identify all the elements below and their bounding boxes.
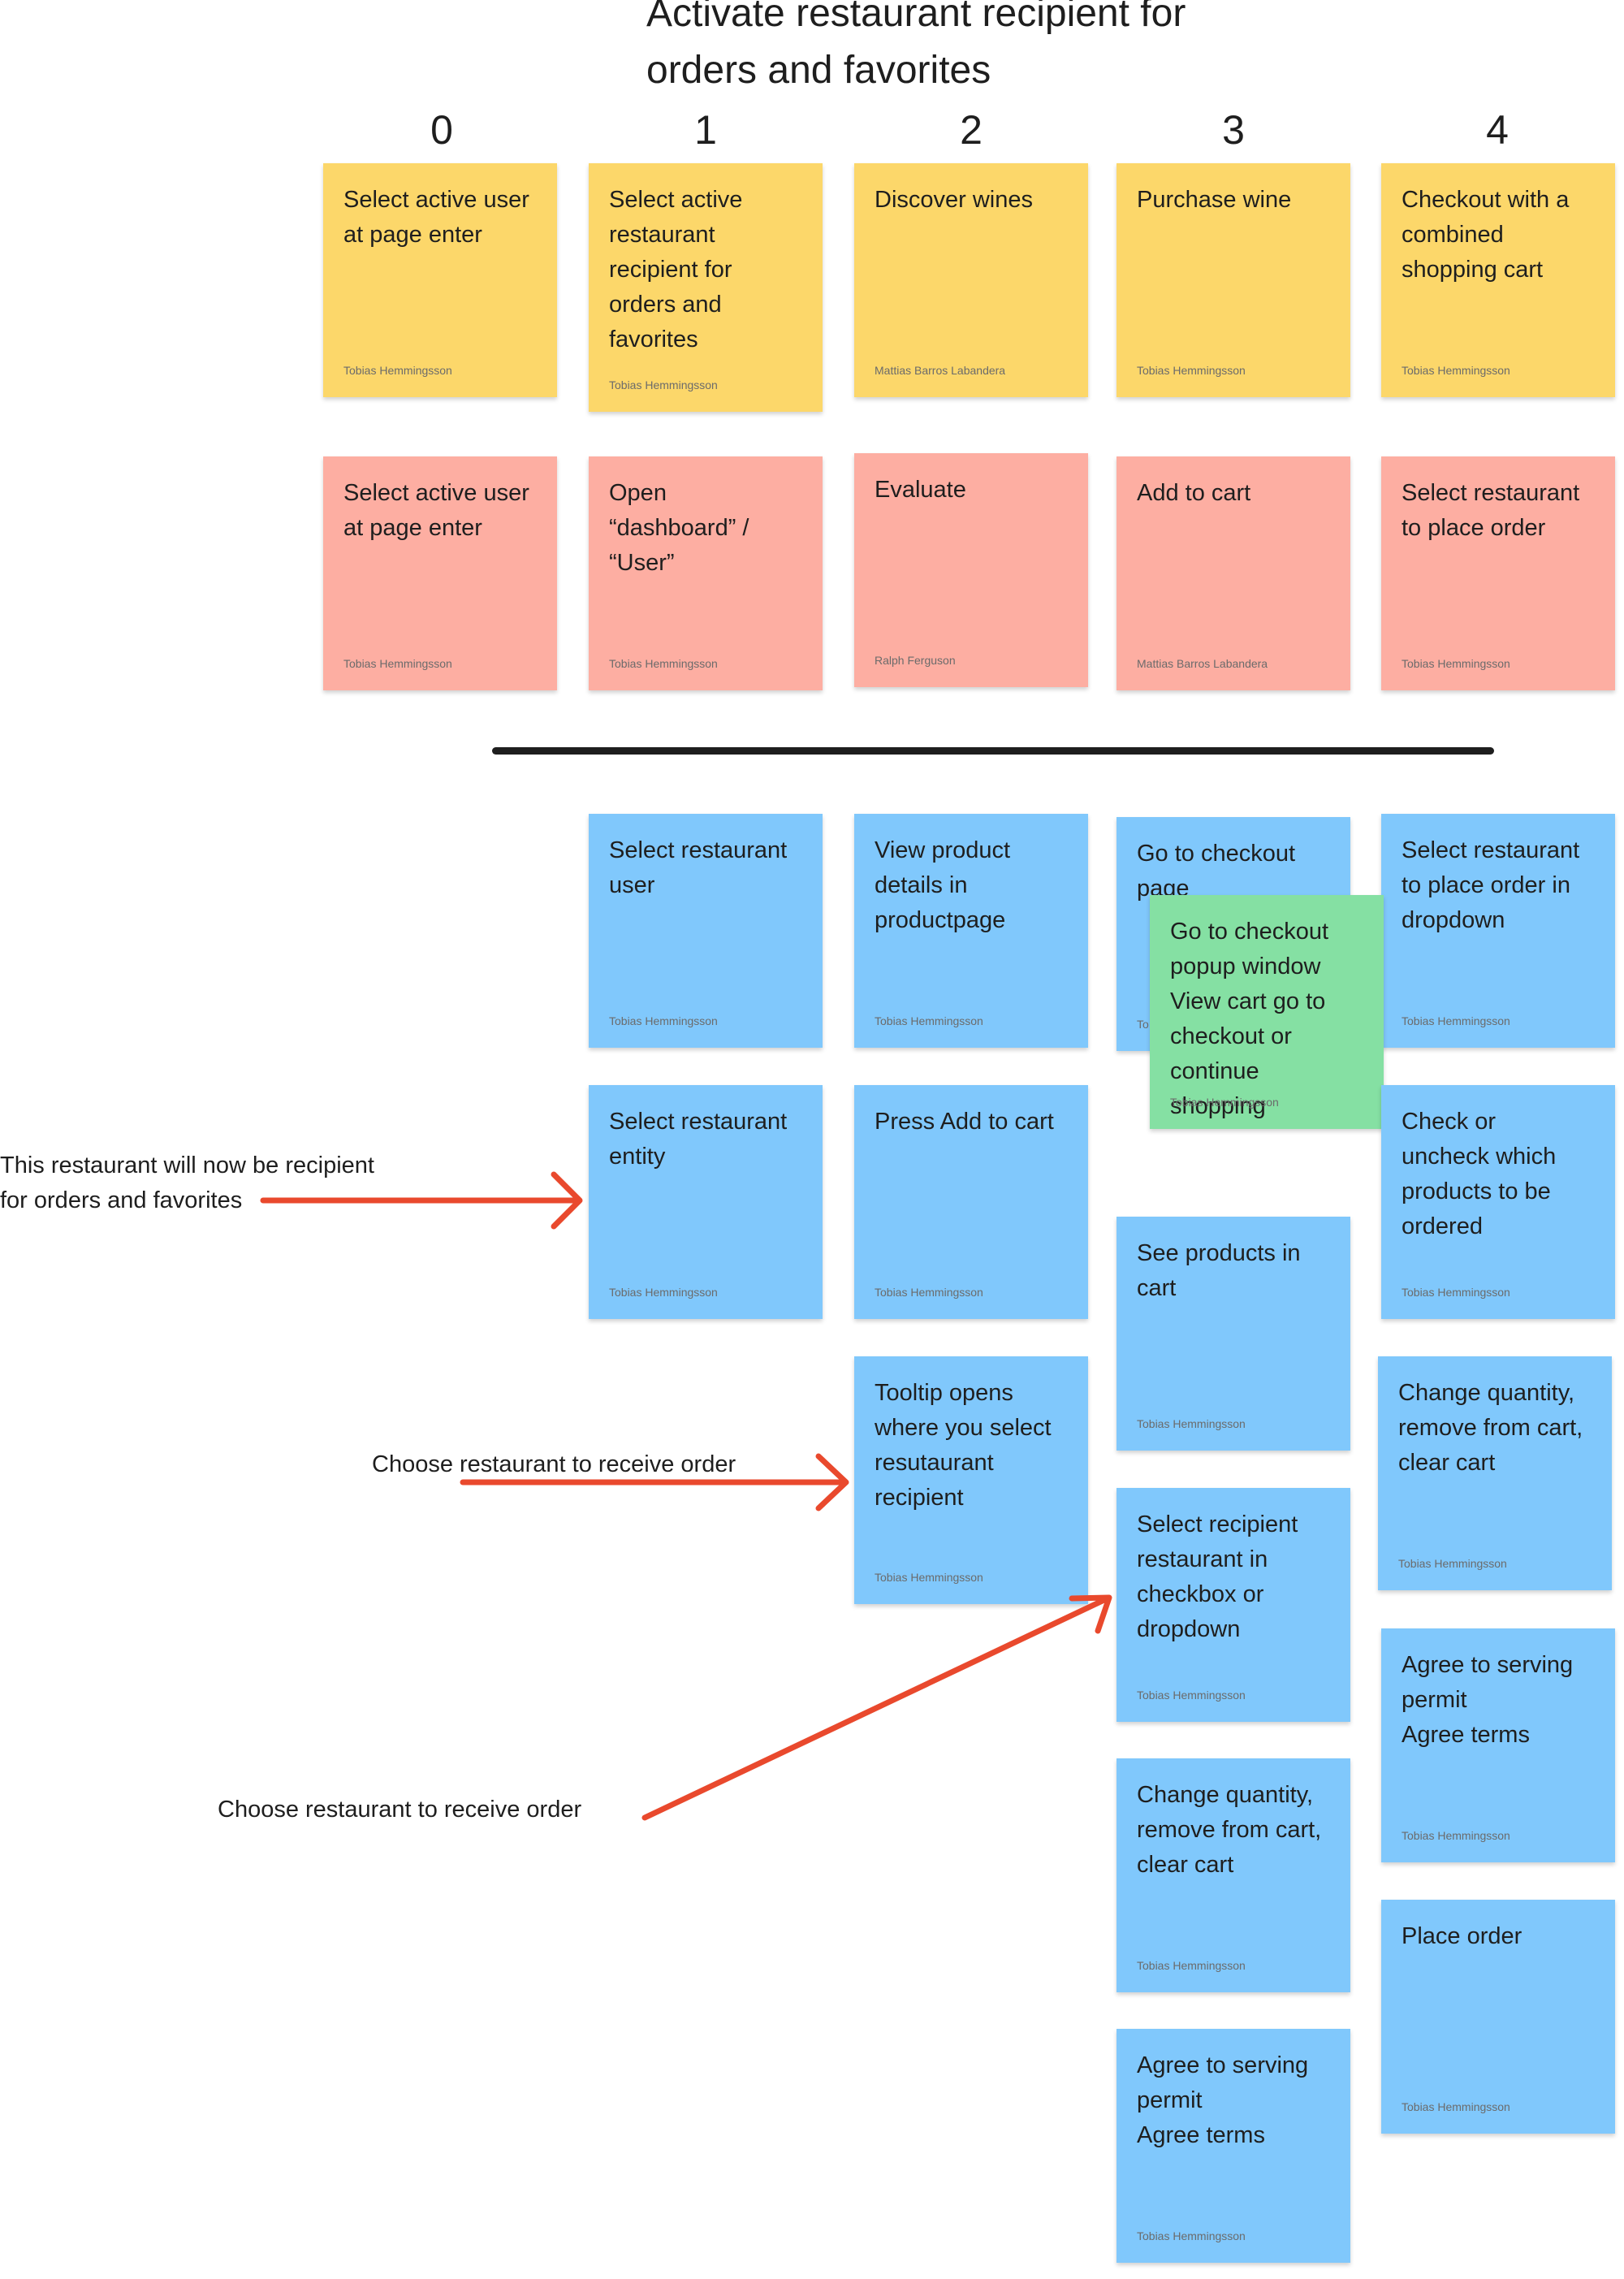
note-text: Agree to serving permit Agree terms: [1402, 1652, 1574, 1748]
sticky-note[interactable]: Select active restaurant recipient for o…: [589, 163, 823, 412]
note-text: Select active restaurant recipient for o…: [609, 187, 743, 352]
sticky-note[interactable]: Change quantity, remove from cart, clear…: [1378, 1356, 1612, 1590]
note-text: Select restaurant to place order in drop…: [1402, 837, 1580, 933]
sticky-note[interactable]: Go to checkout popup window View cart go…: [1150, 895, 1384, 1129]
sticky-note[interactable]: Press Add to cart Tobias Hemmingsson: [854, 1085, 1088, 1319]
note-text: Select restaurant user: [609, 837, 788, 898]
sticky-note[interactable]: Open “dashboard” / “User” Tobias Hemming…: [589, 456, 823, 690]
note-author: Tobias Hemmingsson: [609, 1014, 718, 1027]
board-title: Activate restaurant recipient for orders…: [646, 0, 1186, 92]
note-author: Tobias Hemmingsson: [1402, 1014, 1510, 1027]
note-text: Press Add to cart: [875, 1109, 1054, 1135]
note-author: Mattias Barros Labandera: [875, 364, 1006, 377]
note-text: Select recipient restaurant in checkbox …: [1137, 1511, 1298, 1642]
sticky-note[interactable]: Agree to serving permit Agree terms Tobi…: [1116, 2029, 1350, 2263]
note-author: Tobias Hemmingsson: [1402, 657, 1510, 670]
note-author: Tobias Hemmingsson: [875, 1571, 983, 1584]
note-author: Tobias Hemmingsson: [1137, 2229, 1246, 2242]
sticky-note[interactable]: Check or uncheck which products to be or…: [1381, 1085, 1615, 1319]
note-author: Tobias Hemmingsson: [343, 657, 452, 670]
note-text: Agree to serving permit Agree terms: [1137, 2052, 1309, 2148]
sticky-note[interactable]: Place order Tobias Hemmingsson: [1381, 1900, 1615, 2134]
note-author: Tobias Hemmingsson: [1137, 364, 1246, 377]
note-author: Tobias Hemmingsson: [343, 364, 452, 377]
note-text: See products in cart: [1137, 1240, 1301, 1301]
sticky-note[interactable]: Select restaurant entity Tobias Hemmings…: [589, 1085, 823, 1319]
note-text: Checkout with a combined shopping cart: [1402, 187, 1570, 283]
column-number: 1: [694, 107, 717, 153]
note-author: Tobias Hemmingsson: [1402, 364, 1510, 377]
note-text: Select restaurant to place order: [1402, 480, 1580, 541]
note-text: Change quantity, remove from cart, clear…: [1137, 1782, 1322, 1878]
note-author: Tobias Hemmingsson: [1402, 1829, 1510, 1842]
annotation-text: Choose restaurant to receive order: [218, 1797, 582, 1823]
note-author: Tobias Hemmingsson: [875, 1286, 983, 1299]
note-text: Discover wines: [875, 187, 1033, 213]
note-text: Purchase wine: [1137, 187, 1292, 213]
sticky-note[interactable]: Select active user at page enter Tobias …: [323, 456, 557, 690]
sticky-note[interactable]: Add to cart Mattias Barros Labandera: [1116, 456, 1350, 690]
note-author: Tobias Hemmingsson: [1402, 1286, 1510, 1299]
note-text: Go to checkout popup window View cart go…: [1170, 919, 1329, 1119]
note-author: Tobias Hemmingsson: [1170, 1096, 1279, 1109]
note-text: Select active user at page enter: [343, 187, 529, 248]
column-number: 0: [430, 107, 453, 153]
column-number: 4: [1486, 107, 1509, 153]
note-author: Ralph Ferguson: [875, 654, 956, 667]
sticky-note[interactable]: See products in cart Tobias Hemmingsson: [1116, 1217, 1350, 1451]
note-text: View product details in productpage: [875, 837, 1011, 933]
note-text: Check or uncheck which products to be or…: [1402, 1109, 1557, 1239]
note-author: Tobias Hemmingsson: [875, 1014, 983, 1027]
sticky-note[interactable]: Evaluate Ralph Ferguson: [854, 453, 1088, 687]
note-author: Tobias Hemmingsson: [609, 1286, 718, 1299]
annotation-text: This restaurant will now be recipient fo…: [0, 1152, 374, 1213]
sticky-note[interactable]: Select restaurant to place order Tobias …: [1381, 456, 1615, 690]
note-author: To: [1137, 1018, 1149, 1031]
sticky-note[interactable]: Agree to serving permit Agree terms Tobi…: [1381, 1628, 1615, 1862]
sticky-note[interactable]: Select active user at page enter Tobias …: [323, 163, 557, 397]
note-text: Add to cart: [1137, 480, 1251, 506]
note-text: Tooltip opens where you select resutaura…: [875, 1380, 1052, 1511]
sticky-note[interactable]: Checkout with a combined shopping cart T…: [1381, 163, 1615, 397]
note-author: Tobias Hemmingsson: [609, 657, 718, 670]
annotation-arrow: [641, 1594, 1112, 1821]
note-author: Tobias Hemmingsson: [1398, 1557, 1507, 1570]
note-text: Change quantity, remove from cart, clear…: [1398, 1380, 1583, 1476]
sticky-note[interactable]: Discover wines Mattias Barros Labandera: [854, 163, 1088, 397]
note-author: Tobias Hemmingsson: [1137, 1417, 1246, 1430]
sticky-note[interactable]: Select restaurant user Tobias Hemmingsso…: [589, 814, 823, 1048]
divider-line: [492, 747, 1494, 755]
note-author: Tobias Hemmingsson: [609, 378, 718, 391]
note-text: Place order: [1402, 1923, 1522, 1949]
note-author: Tobias Hemmingsson: [1137, 1689, 1246, 1702]
sticky-note[interactable]: Tooltip opens where you select resutaura…: [854, 1356, 1088, 1604]
sticky-note[interactable]: View product details in productpage Tobi…: [854, 814, 1088, 1048]
annotation-text: Choose restaurant to receive order: [372, 1451, 736, 1477]
column-number: 2: [960, 107, 983, 153]
column-number: 3: [1222, 107, 1245, 153]
sticky-note[interactable]: Select restaurant to place order in drop…: [1381, 814, 1615, 1048]
note-text: Open “dashboard” / “User”: [609, 480, 749, 576]
note-text: Select active user at page enter: [343, 480, 529, 541]
note-author: Mattias Barros Labandera: [1137, 657, 1268, 670]
sticky-note[interactable]: Select recipient restaurant in checkbox …: [1116, 1488, 1350, 1722]
note-author: Tobias Hemmingsson: [1402, 2100, 1510, 2113]
sticky-note[interactable]: Purchase wine Tobias Hemmingsson: [1116, 163, 1350, 397]
note-text: Select restaurant entity: [609, 1109, 788, 1170]
sticky-note[interactable]: Change quantity, remove from cart, clear…: [1116, 1758, 1350, 1992]
note-author: Tobias Hemmingsson: [1137, 1959, 1246, 1972]
note-text: Evaluate: [875, 477, 966, 503]
